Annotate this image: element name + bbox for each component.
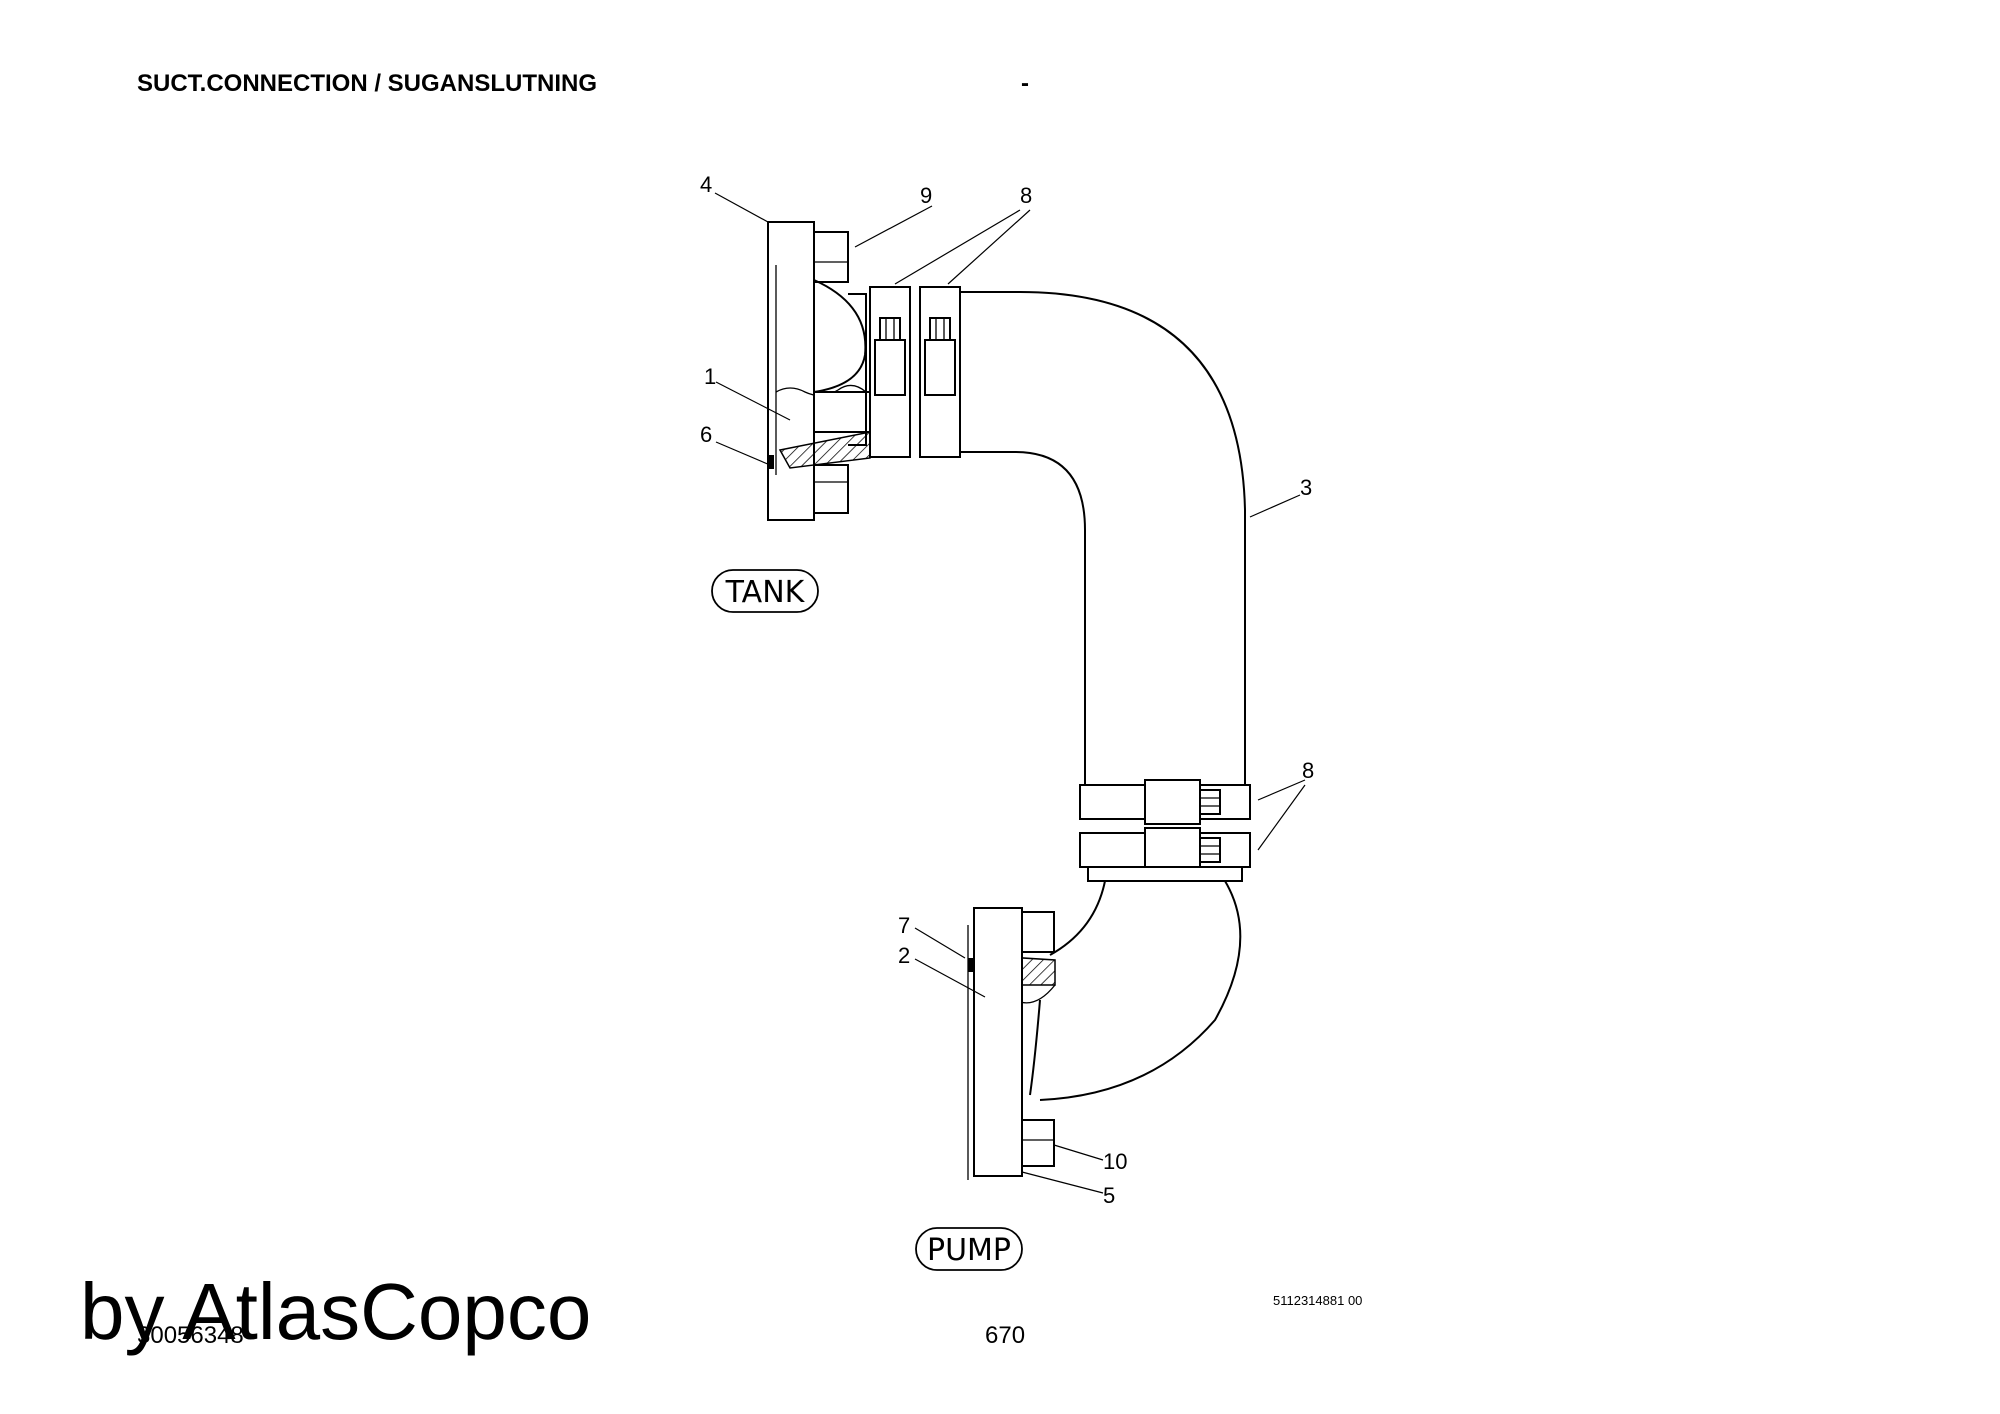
tank-adapter (768, 279, 875, 469)
pump-tag-label: PUMP (927, 1233, 1011, 1268)
callout-5: 5 (1103, 1183, 1115, 1208)
pump-flange (967, 907, 1055, 1180)
pump-hose-clamps (1079, 779, 1251, 882)
callout-1: 1 (704, 364, 716, 389)
callout-10: 10 (1103, 1149, 1127, 1174)
pump-elbow (1039, 880, 1242, 1101)
header-dash: - (1021, 70, 1029, 97)
callout-7: 7 (898, 913, 910, 938)
tank-hose-clamps (869, 286, 961, 458)
leader-lines (714, 192, 1306, 1194)
drawing-number: 30056348 (137, 1322, 244, 1349)
reference-number: 5112314881 00 (1273, 1293, 1363, 1308)
callout-4: 4 (700, 172, 712, 197)
tank-flange (767, 221, 849, 521)
page-title: SUCT.CONNECTION / SUGANSLUTNING (137, 70, 598, 97)
callout-2: 2 (898, 943, 910, 968)
callout-9: 9 (920, 183, 932, 208)
pump-tag: PUMP (915, 1227, 1023, 1271)
callout-8-pump: 8 (1302, 758, 1314, 783)
callout-6: 6 (700, 422, 712, 447)
tank-tag-label: TANK (725, 575, 806, 610)
callout-3: 3 (1300, 475, 1312, 500)
callout-8-tank: 8 (1020, 183, 1032, 208)
suction-hose (960, 291, 1246, 785)
atlascopco-watermark: by AtlasCopco (80, 1267, 592, 1356)
page-number: 670 (985, 1322, 1026, 1349)
tank-tag: TANK (711, 569, 819, 613)
